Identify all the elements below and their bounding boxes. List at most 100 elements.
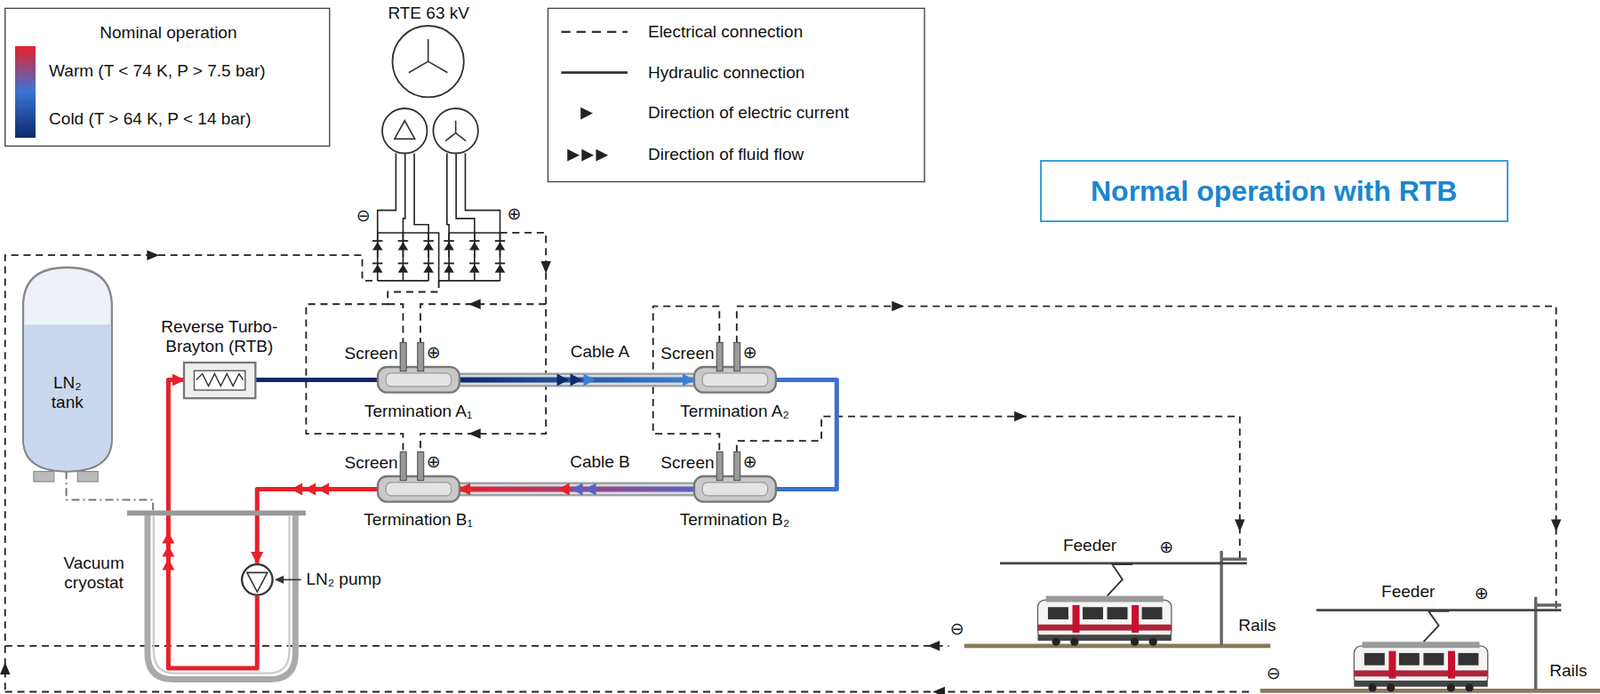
- star-symbol: [446, 120, 467, 141]
- rail: [964, 646, 1600, 692]
- electrical-wire: [387, 304, 403, 344]
- flow-arrow: [558, 482, 570, 496]
- current-arrow: [468, 428, 481, 439]
- rtb-housing: [184, 362, 256, 399]
- connector-group: [255, 379, 378, 381]
- rectifier-bridge: [377, 232, 501, 281]
- polarity-mark: ⊖: [950, 619, 965, 640]
- transformer-coil: [433, 108, 480, 154]
- diode-symbol: [423, 241, 433, 250]
- diode-symbol: [423, 240, 433, 242]
- node-label: Vacuum cryostat: [53, 553, 136, 593]
- tank-node: LN₂ tank: [23, 267, 112, 472]
- current-arrow: [1234, 520, 1245, 533]
- current-arrow: [891, 301, 904, 312]
- polarity-mark: ⊕: [743, 452, 758, 472]
- termination-node: Screen⊕Termination B₁: [377, 476, 460, 503]
- termination-stub: [716, 452, 723, 481]
- termination-label: Termination A₁: [364, 401, 473, 422]
- rectifier-bridge: [377, 232, 501, 281]
- legend-text: Electrical connection: [648, 22, 803, 42]
- legend-text: Direction of electric current: [648, 104, 849, 124]
- heat-exchanger: [193, 370, 245, 391]
- rails-label: Rails: [1549, 661, 1587, 681]
- diode-symbol: [495, 262, 505, 264]
- train: [1037, 596, 1171, 647]
- node-shape: [694, 476, 776, 503]
- legend-sample: [560, 71, 628, 74]
- leader-line: [281, 578, 302, 581]
- electrical-wire: [5, 232, 1557, 693]
- diode-symbol: [495, 264, 505, 273]
- flow-arrow: [290, 482, 303, 496]
- screen-label: Screen: [660, 344, 714, 364]
- polarity-mark: ⊖: [1266, 664, 1281, 684]
- tank-feet: [77, 472, 98, 482]
- flow-arrow: [161, 545, 175, 558]
- diode-symbol: [372, 241, 383, 250]
- legend-sample: [560, 31, 628, 33]
- termination-body: [702, 482, 768, 496]
- diode-symbol: [398, 240, 408, 242]
- label-heading: Nominal operation: [99, 23, 237, 43]
- rails-label: Rails: [1238, 616, 1276, 636]
- train: [1037, 596, 1488, 693]
- flow-arrow: [161, 532, 175, 544]
- electrical-wire: [736, 306, 1557, 609]
- termination-label: Termination A₂: [680, 401, 790, 422]
- tank-feet: [33, 472, 55, 482]
- pipe-connector: [255, 377, 378, 383]
- tank-outline: [23, 267, 112, 472]
- legend-sample: [567, 149, 580, 162]
- termination-node: Screen⊕Termination A₁: [377, 367, 460, 393]
- pipe-connector: [168, 380, 257, 669]
- flow-arrow: [571, 482, 584, 496]
- cryostat-node: Vacuum cryostatLN₂ pump: [127, 510, 306, 682]
- polarity-mark: ⊕: [507, 204, 522, 224]
- rectifier-bridge: [428, 232, 449, 281]
- electrical-wire: [305, 280, 439, 453]
- cryostat-wall: [153, 515, 290, 674]
- diode-symbol: [469, 241, 480, 250]
- flow-arrow: [317, 482, 329, 496]
- current-arrow: [927, 640, 940, 651]
- diode-symbol: [423, 264, 433, 273]
- diode-symbol: [443, 240, 454, 242]
- node-label: LN₂ pump: [305, 569, 381, 590]
- legend-swatch: [15, 91, 36, 138]
- cable-label: Cable B: [568, 452, 632, 472]
- rail: [964, 644, 1271, 649]
- polarity-mark: ⊕: [1474, 584, 1489, 604]
- current-arrow: [540, 261, 551, 274]
- current-arrow: [468, 299, 481, 310]
- heat-exchanger: [195, 373, 243, 386]
- cable-tube: [459, 373, 695, 388]
- flow-arrow: [304, 482, 316, 496]
- leader-arrow: [274, 575, 284, 584]
- connector-group: [775, 380, 837, 490]
- transformer-coil: [392, 25, 464, 97]
- termination-stub: [400, 343, 407, 372]
- cable-tube: [459, 481, 695, 496]
- legend-swatch: [15, 46, 36, 93]
- flow-arrow: [584, 482, 597, 496]
- connector-group: [168, 380, 257, 669]
- flow-arrow: [557, 374, 569, 387]
- diode-symbol: [469, 264, 480, 273]
- pump-symbol: [241, 564, 272, 595]
- diode-symbol: [398, 241, 408, 250]
- current-arrow: [0, 249, 1561, 694]
- screen-label: Screen: [660, 453, 714, 473]
- termination-stub: [417, 343, 424, 372]
- termination-body: [702, 373, 768, 387]
- termination-node: Screen⊕Termination B₂: [694, 476, 776, 503]
- train: [1353, 641, 1488, 692]
- polarity-mark: ⊖: [356, 206, 371, 226]
- cryostat-lid: [127, 511, 306, 517]
- node-shape: [377, 367, 460, 393]
- diode-symbol: [443, 241, 454, 250]
- pipe-connector: [66, 471, 154, 511]
- screen-label: Screen: [344, 453, 398, 473]
- current-arrow: [0, 662, 10, 675]
- connector-group: [256, 488, 377, 563]
